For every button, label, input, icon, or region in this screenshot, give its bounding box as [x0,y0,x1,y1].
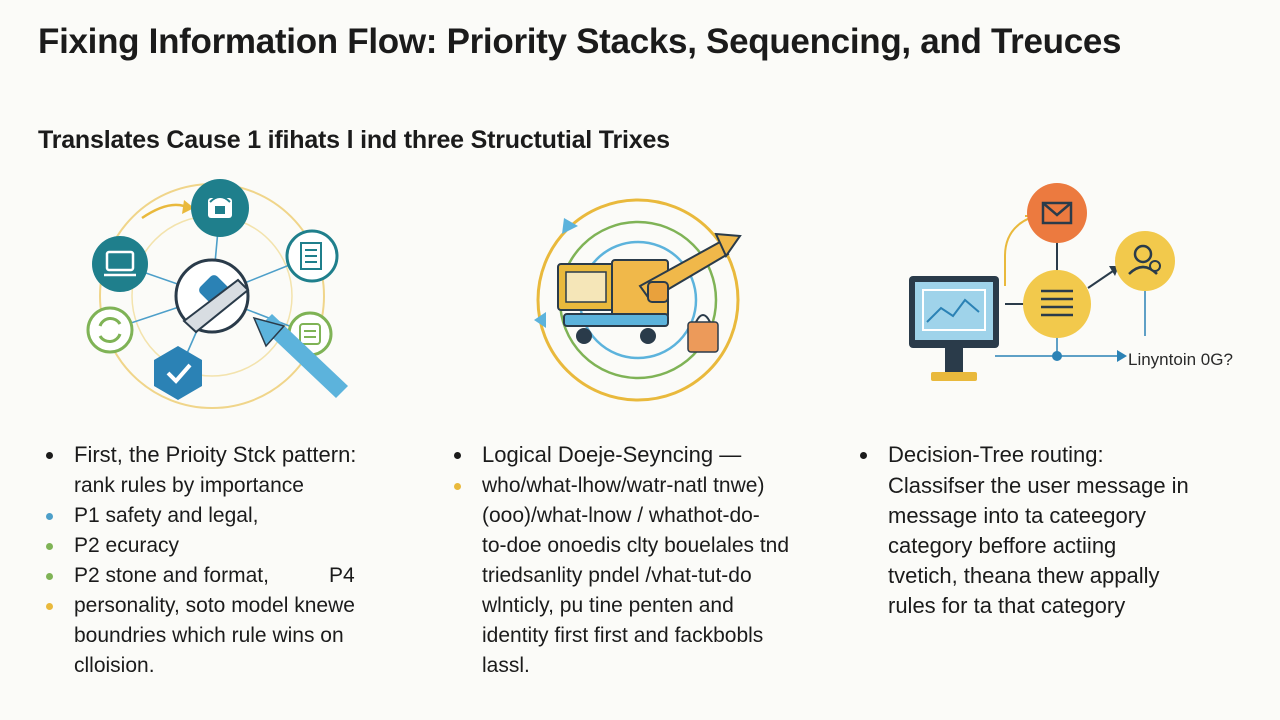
bullet-dot [46,513,53,520]
cycle-arrow-top [562,218,578,234]
list-icon [1023,270,1091,338]
monitor-icon [909,276,999,381]
decision-tree-illustration [909,183,1175,381]
bullet-dot [454,452,461,459]
cart-icon [563,313,669,344]
document-icon [285,229,339,283]
list-item: P2 stone and format,P4 [44,561,424,591]
page-subtitle: Translates Cause 1 ifihats l ind three S… [38,126,670,154]
ring-arrow [141,203,185,220]
user-icon [1115,231,1175,291]
list-item: Logical Doeje-Seyncing — [452,440,832,471]
badge-icon [191,179,249,237]
priority-stack-illustration [86,179,348,409]
page-title: Fixing Information Flow: Priority Stacks… [38,22,1122,61]
sequencing-illustration [534,198,742,402]
cycle-arrow-left [534,312,546,328]
bullet-dot [46,452,53,459]
arrowhead-right [1117,350,1127,362]
pointer-arrow-icon [252,314,348,398]
monitor-icon [92,236,148,292]
list-item: P2 ecuracy [44,531,424,561]
bullet-dot [860,452,867,459]
list-item: who/what-lhow/watr-natl tnwe)(ooo)/what-… [452,471,832,681]
bullet-dot [46,543,53,550]
bullet-dot [454,483,461,490]
recycle-icon [86,306,134,354]
sequencing-column: Logical Doeje-Seyncing — who/what-lhow/w… [452,440,832,681]
bag-icon [687,314,719,353]
mail-icon [1027,183,1087,243]
junction-dot [1052,351,1062,361]
folder-icon [557,259,669,319]
list-item: First, the Prioity Stck pattern:rank rul… [44,440,424,501]
call-label: Linyntoin 0G? [1128,350,1233,369]
ring-arrowhead [182,200,194,214]
connector-user [1087,270,1114,289]
list-item: P1 safety and legal, [44,501,424,531]
bullet-dot [46,603,53,610]
hand-arrow-icon [638,232,742,303]
list-item: Decision-Tree routing:Classifser the use… [858,440,1238,621]
outer-cycle [536,198,740,402]
center-hub-icon [174,258,250,334]
shield-check-icon [154,346,202,400]
decision-tree-column: Decision-Tree routing:Classifser the use… [858,440,1238,621]
bullet-dot [46,573,53,580]
priority-stack-column: First, the Prioity Stck pattern:rank rul… [44,440,424,681]
